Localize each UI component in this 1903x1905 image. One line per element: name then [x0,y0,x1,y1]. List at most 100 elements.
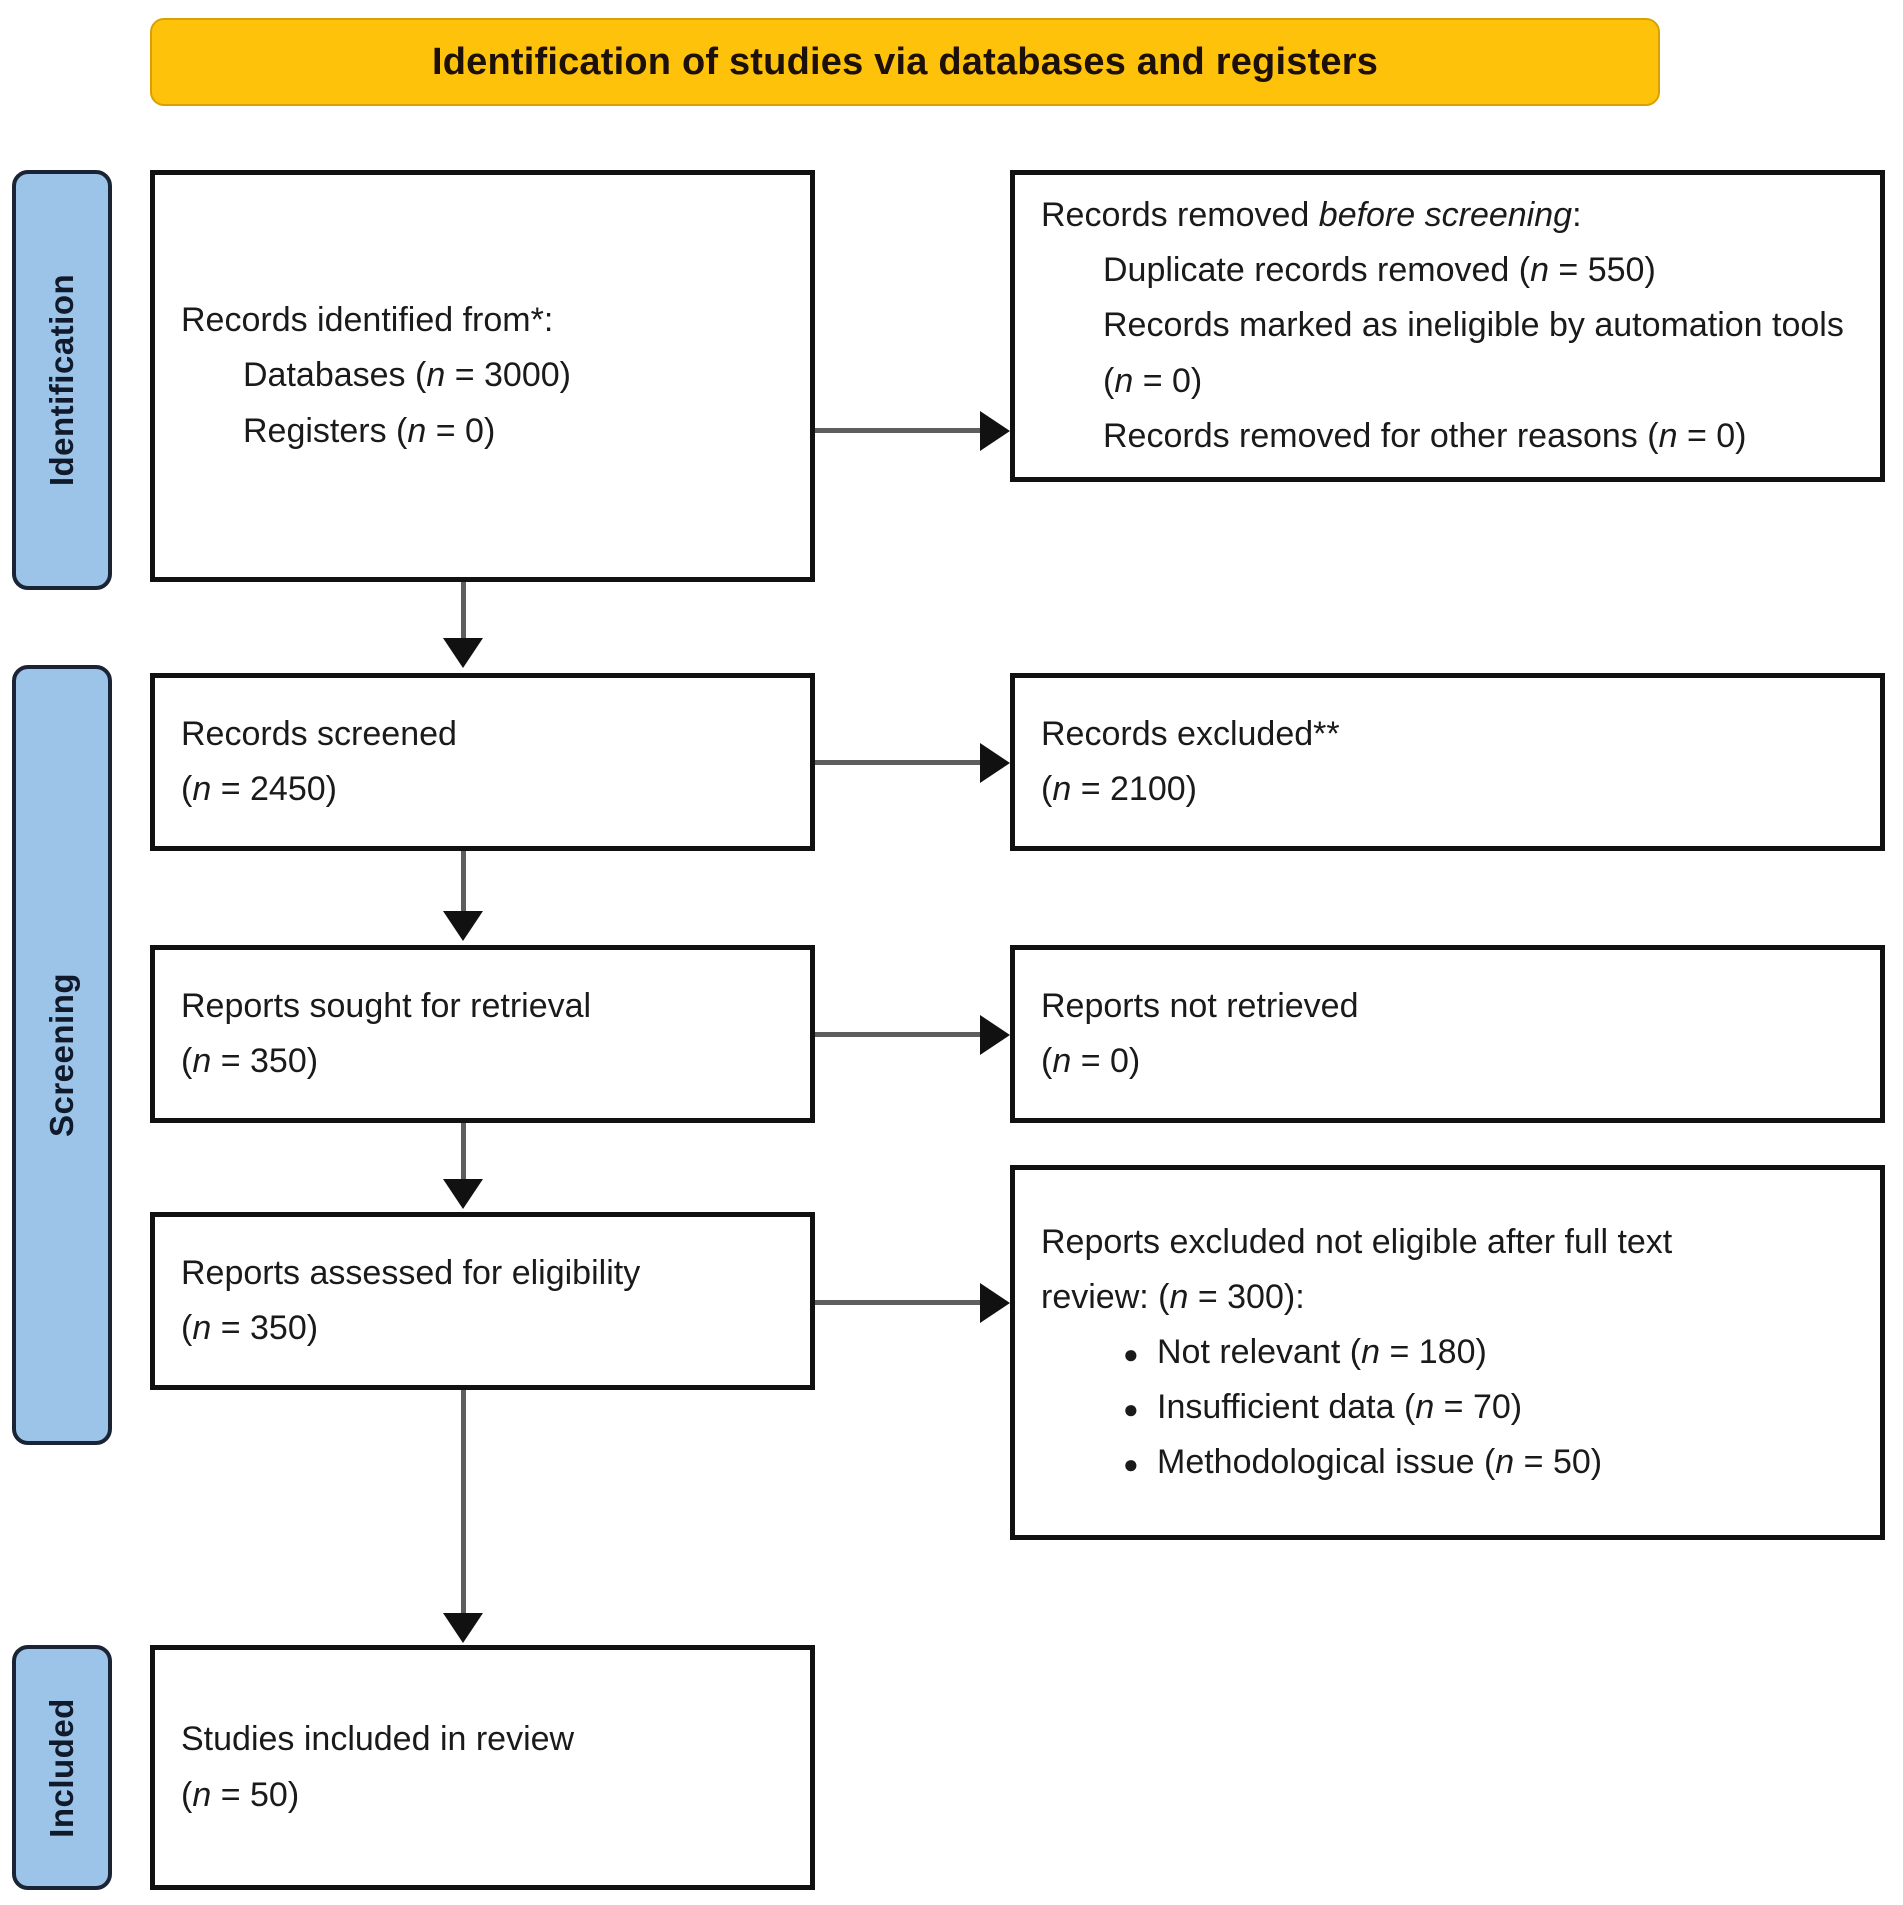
full-text-value: = 300): [1188,1277,1305,1316]
connector-identified-to-removed [815,428,983,433]
arrowhead-down-icon [443,911,483,941]
duplicate-value: = 550) [1548,251,1656,290]
reports-assessed-count: (n = 350) [181,1301,784,1356]
studies-included-label: Studies included in review [181,1720,575,1759]
connector-identified-to-screened [461,582,466,640]
assessed-value: = 350) [211,1309,319,1347]
diagram-title-banner: Identification of studies via databases … [150,18,1660,106]
included-paren-open: ( [181,1775,193,1814]
box-records-screened: Records screened (n = 2450) [150,673,815,851]
stage-bar-screening: Screening [12,665,112,1445]
box-reports-assessed: Reports assessed for eligibility (n = 35… [150,1212,815,1390]
records-removed-heading-pre: Records removed [1041,196,1319,235]
automation-label: Records marked as ineligible by automati… [1103,306,1844,400]
full-text-n-symbol: n [1169,1277,1189,1316]
arrowhead-right-icon [980,1015,1010,1055]
arrowhead-down-icon [443,1613,483,1643]
databases-label: Databases ( [243,356,427,395]
connector-sought-to-not-retrieved [815,1032,983,1037]
reports-assessed-label: Reports assessed for eligibility [181,1253,641,1292]
stage-label-screening: Screening [43,972,80,1138]
box-reports-not-retrieved: Reports not retrieved (n = 0) [1010,945,1885,1123]
methodological-issue-value: = 50) [1514,1443,1603,1482]
excluded-paren-open: ( [1041,770,1053,808]
connector-assessed-to-full-text [815,1300,983,1305]
records-removed-heading: Records removed before screening: [1041,188,1854,243]
registers-value: = 0) [426,411,496,450]
sought-value: = 350) [211,1042,319,1080]
reports-sought-count: (n = 350) [181,1034,784,1089]
full-text-bullet-methodological-issue: ● Methodological issue (n = 50) [1041,1435,1854,1490]
arrowhead-right-icon [980,743,1010,783]
excluded-value: = 2100) [1071,770,1197,808]
duplicate-n-symbol: n [1530,251,1549,290]
bullet-not-relevant-text: Not relevant (n = 180) [1157,1325,1487,1380]
full-text-bullet-not-relevant: ● Not relevant (n = 180) [1041,1325,1854,1380]
connector-sought-to-assessed [461,1123,466,1181]
diagram-title-text: Identification of studies via databases … [431,40,1379,83]
box-records-removed-before-screening: Records removed before screening: Duplic… [1010,170,1885,482]
reports-not-retrieved-label: Reports not retrieved [1041,986,1359,1025]
arrowhead-down-icon [443,638,483,668]
box-records-identified: Records identified from*: Databases (n =… [150,170,815,582]
stage-bar-included: Included [12,1645,112,1890]
full-text-heading-line1: Reports excluded not eligible after full… [1041,1222,1673,1261]
records-excluded-count: (n = 2100) [1041,762,1854,817]
other-reasons-n-symbol: n [1658,416,1678,455]
not-retrieved-n-symbol: n [1052,1042,1072,1080]
assessed-paren-open: ( [181,1309,193,1347]
bullet-icon: ● [1123,1394,1139,1425]
arrowhead-right-icon [980,1283,1010,1323]
records-ineligible-automation: Records marked as ineligible by automati… [1041,298,1854,408]
arrowhead-down-icon [443,1179,483,1209]
studies-included-count: (n = 50) [181,1768,784,1823]
other-reasons-value: = 0) [1677,416,1747,455]
registers-label: Registers ( [243,411,408,450]
automation-value: = 0) [1133,361,1203,400]
registers-n-symbol: n [407,411,427,450]
records-excluded-label: Records excluded** [1041,714,1340,753]
sought-paren-open: ( [181,1042,193,1080]
not-relevant-label: Not relevant ( [1157,1332,1362,1371]
records-removed-heading-italic: before screening [1318,196,1573,235]
sought-n-symbol: n [192,1042,212,1080]
not-relevant-n-symbol: n [1361,1332,1381,1371]
stage-label-identification: Identification [43,273,80,487]
bullet-insufficient-data-text: Insufficient data (n = 70) [1157,1380,1522,1435]
connector-assessed-to-included [461,1390,466,1615]
records-identified-registers: Registers (n = 0) [181,404,784,459]
bullet-methodological-issue-text: Methodological issue (n = 50) [1157,1435,1602,1490]
full-text-review-pre: review: ( [1041,1277,1170,1316]
databases-value: = 3000) [445,356,571,395]
included-n-symbol: n [192,1775,212,1814]
reports-not-retrieved-count: (n = 0) [1041,1034,1854,1089]
duplicate-label: Duplicate records removed ( [1103,251,1531,290]
stage-label-included: Included [43,1697,80,1838]
insufficient-data-label: Insufficient data ( [1157,1388,1416,1427]
connector-screened-to-excluded [815,760,983,765]
automation-n-symbol: n [1114,361,1134,400]
box-reports-sought: Reports sought for retrieval (n = 350) [150,945,815,1123]
not-retrieved-value: = 0) [1071,1042,1141,1080]
records-removed-other: Records removed for other reasons (n = 0… [1041,409,1854,464]
screened-paren-open: ( [181,770,193,808]
duplicate-records-removed: Duplicate records removed (n = 550) [1041,243,1854,298]
stage-bar-identification: Identification [12,170,112,590]
connector-screened-to-sought [461,851,466,913]
excluded-n-symbol: n [1052,770,1072,808]
records-screened-label: Records screened [181,714,457,753]
box-studies-included: Studies included in review (n = 50) [150,1645,815,1890]
records-removed-heading-post: : [1572,196,1582,235]
other-reasons-label: Records removed for other reasons ( [1103,416,1659,455]
screened-value: = 2450) [211,770,337,808]
screened-n-symbol: n [192,770,212,808]
arrowhead-right-icon [980,411,1010,451]
box-records-excluded: Records excluded** (n = 2100) [1010,673,1885,851]
not-retrieved-paren-open: ( [1041,1042,1053,1080]
assessed-n-symbol: n [192,1309,212,1347]
included-value: = 50) [211,1775,300,1814]
full-text-bullet-insufficient-data: ● Insufficient data (n = 70) [1041,1380,1854,1435]
box-reports-excluded-full-text: Reports excluded not eligible after full… [1010,1165,1885,1540]
records-identified-databases: Databases (n = 3000) [181,348,784,403]
